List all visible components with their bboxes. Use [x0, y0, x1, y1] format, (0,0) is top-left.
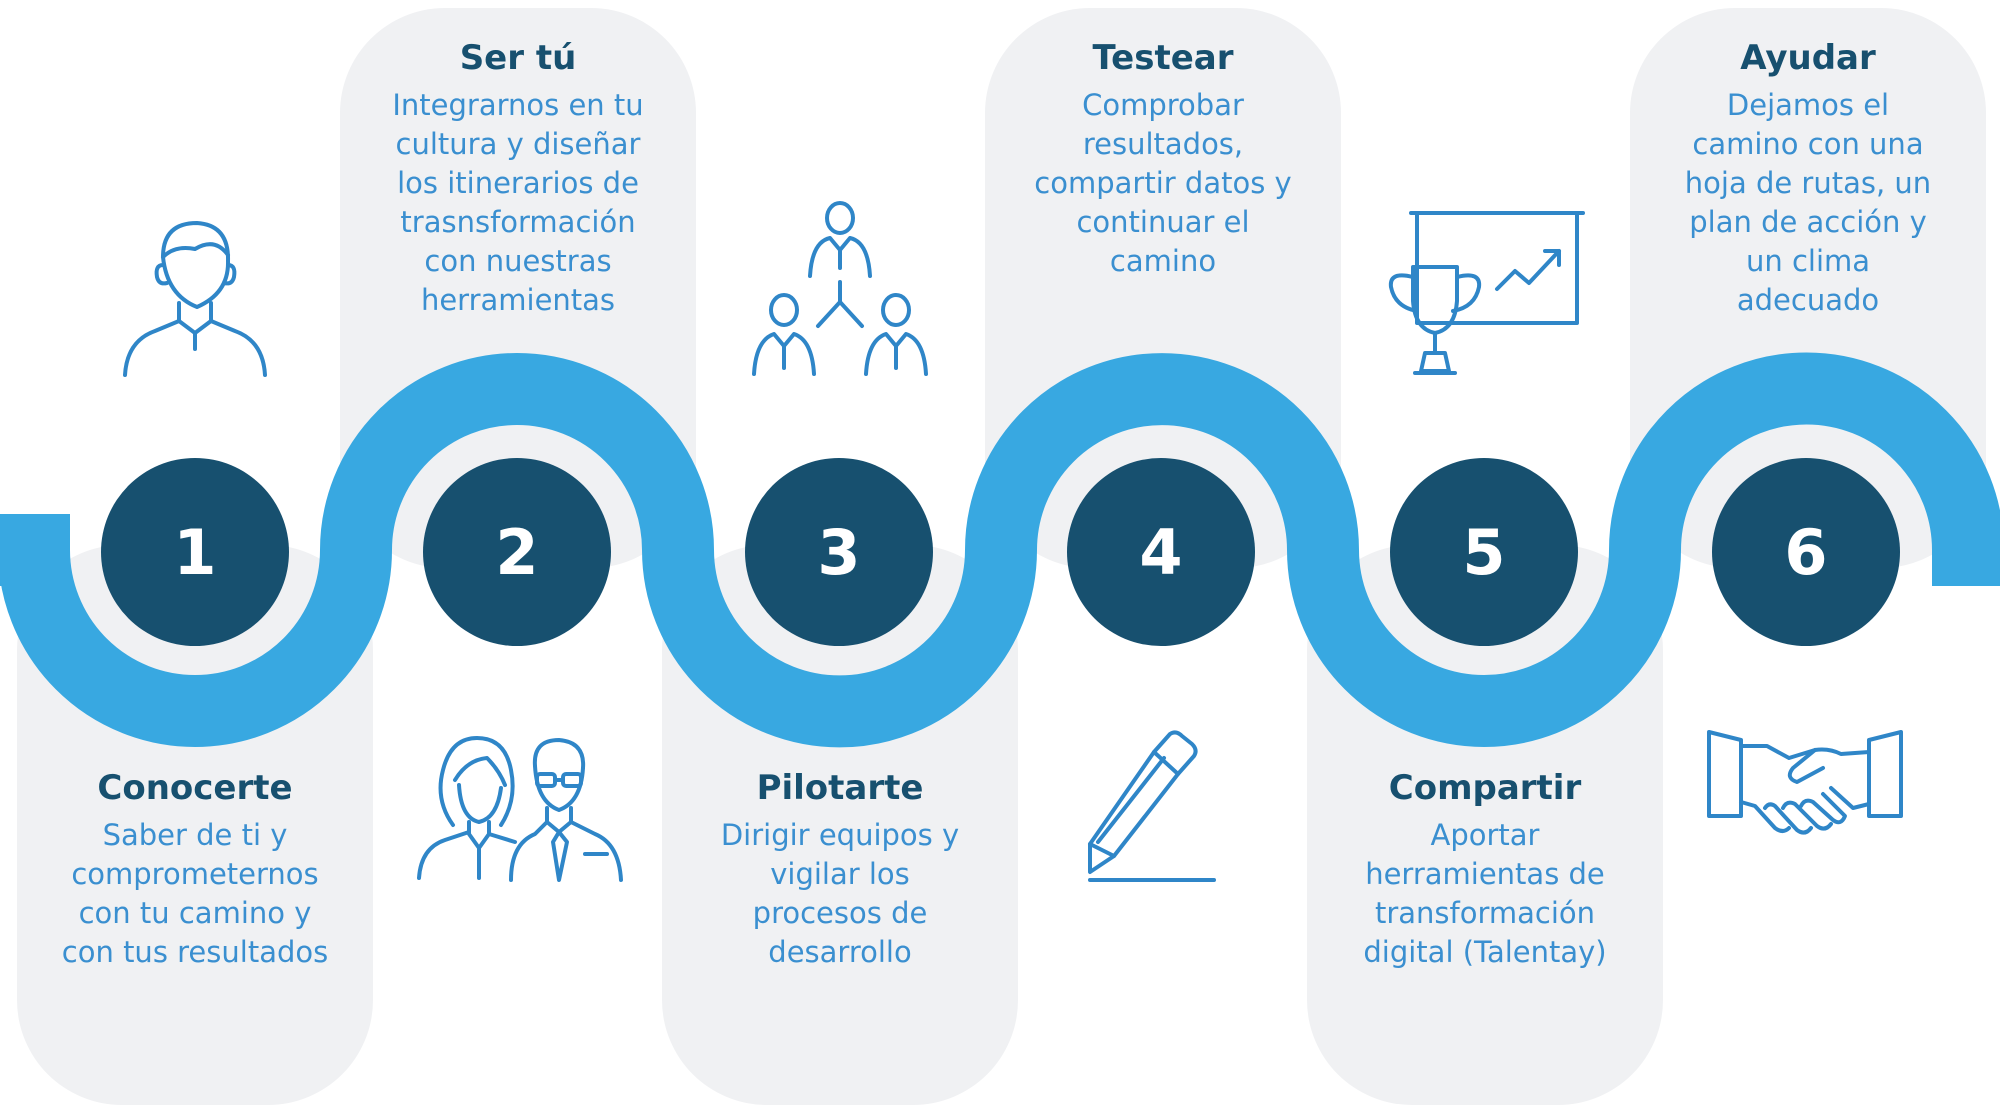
step-number-6: 6 — [1784, 516, 1827, 589]
step-number-3: 3 — [817, 516, 860, 589]
step-title-5: Compartir — [1388, 768, 1582, 808]
step-number-5: 5 — [1462, 516, 1505, 589]
step-circle-5: 5 — [1390, 458, 1578, 646]
step-title-6: Ayudar — [1740, 38, 1876, 78]
team-pair-icon — [417, 736, 623, 882]
hierarchy-icon — [752, 201, 928, 376]
wave-road — [0, 352, 2000, 748]
step-text-6: Ayudar Dejamos el camino con una hoja de… — [1638, 36, 1978, 320]
step-text-2: Ser tú Integrarnos en tu cultura y diseñ… — [348, 36, 688, 320]
step-number-1: 1 — [173, 516, 216, 589]
step-description-4: Comprobar resultados, compartir datos y … — [1034, 88, 1292, 278]
step-number-4: 4 — [1139, 516, 1182, 589]
step-title-3: Pilotarte — [756, 768, 924, 808]
step-text-4: Testear Comprobar resultados, compartir … — [993, 36, 1333, 281]
step-description-5: Aportar herramientas de transformación d… — [1363, 818, 1607, 969]
step-title-1: Conocerte — [97, 768, 293, 808]
step-description-2: Integrarnos en tu cultura y diseñar los … — [392, 88, 644, 317]
step-number-2: 2 — [495, 516, 538, 589]
trophy-chart-icon — [1388, 211, 1585, 375]
step-circle-1: 1 — [101, 458, 289, 646]
step-title-4: Testear — [1092, 38, 1234, 78]
handshake-icon — [1707, 730, 1903, 835]
step-description-3: Dirigir equipos y vigilar los procesos d… — [720, 818, 960, 969]
step-circle-3: 3 — [745, 458, 933, 646]
step-text-5: Compartir Aportar herramientas de transf… — [1315, 766, 1655, 972]
person-icon — [123, 221, 267, 377]
step-title-2: Ser tú — [459, 38, 577, 78]
step-circle-2: 2 — [423, 458, 611, 646]
step-circle-4: 4 — [1067, 458, 1255, 646]
step-description-6: Dejamos el camino con una hoja de rutas,… — [1684, 88, 1932, 317]
step-circle-6: 6 — [1712, 458, 1900, 646]
step-text-3: Pilotarte Dirigir equipos y vigilar los … — [670, 766, 1010, 972]
step-description-1: Saber de ti y comprometernos con tu cami… — [61, 818, 329, 969]
step-text-1: Conocerte Saber de ti y comprometernos c… — [25, 766, 365, 972]
pencil-icon — [1088, 730, 1216, 882]
